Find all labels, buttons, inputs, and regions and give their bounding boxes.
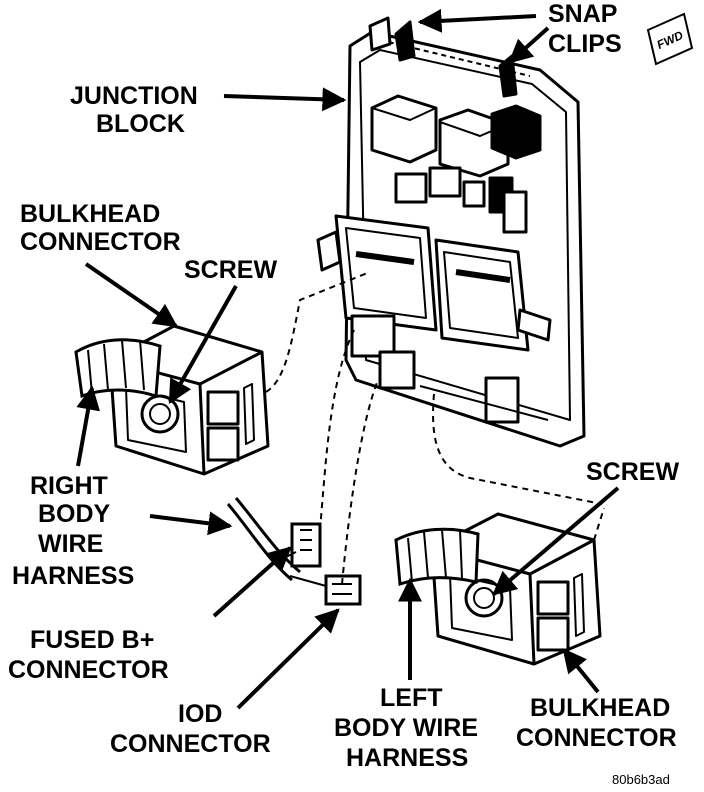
arrow-right-harness-up xyxy=(76,385,100,467)
label-right-harness-2: BODY xyxy=(38,500,111,528)
arrow-snap-clip-2 xyxy=(508,26,550,64)
label-bulkhead-left-2: CONNECTOR xyxy=(20,228,181,256)
arrow-fused-bplus xyxy=(212,546,292,618)
arrow-bulkhead-right xyxy=(562,648,600,694)
callout-arrows xyxy=(76,8,620,710)
label-block: BLOCK xyxy=(96,110,185,138)
label-left-harness-1: LEFT xyxy=(380,684,443,712)
fwd-direction-badge: FWD xyxy=(646,12,694,66)
label-right-harness-4: HARNESS xyxy=(12,562,134,590)
label-left-harness-2: BODY WIRE xyxy=(334,714,478,742)
routing-lines xyxy=(265,271,605,585)
label-right-harness-1: RIGHT xyxy=(30,472,108,500)
label-junction: JUNCTION xyxy=(70,82,198,110)
label-bulkhead-right-2: CONNECTOR xyxy=(516,724,677,752)
label-bulkhead-right-1: BULKHEAD xyxy=(530,694,670,722)
figure-code: 80b6b3ad xyxy=(612,772,670,787)
label-left-harness-3: HARNESS xyxy=(346,744,468,772)
arrow-snap-clip-1 xyxy=(417,8,537,33)
label-right-harness-3: WIRE xyxy=(38,530,103,558)
label-fused-1: FUSED B+ xyxy=(30,626,154,654)
arrow-right-body-harness xyxy=(149,511,233,536)
harness-bundle-left xyxy=(74,338,162,399)
arrow-bulkhead-left xyxy=(84,262,178,328)
label-snap: SNAP xyxy=(548,0,617,28)
label-screw-left: SCREW xyxy=(184,256,277,284)
label-clips: CLIPS xyxy=(548,30,622,58)
label-iod-1: IOD xyxy=(178,700,222,728)
label-fused-2: CONNECTOR xyxy=(8,656,169,684)
junction-block xyxy=(316,16,586,448)
label-screw-right: SCREW xyxy=(586,458,679,486)
arrow-junction-block xyxy=(223,87,347,112)
labels: SNAP CLIPS JUNCTION BLOCK BULKHEAD CONNE… xyxy=(8,0,679,787)
label-bulkhead-left-1: BULKHEAD xyxy=(20,200,160,228)
harness-bundle-right xyxy=(394,527,480,587)
label-iod-2: CONNECTOR xyxy=(110,730,271,758)
arrow-screw-right xyxy=(492,486,620,596)
arrow-screw-left xyxy=(168,285,238,405)
arrow-iod xyxy=(236,608,340,710)
